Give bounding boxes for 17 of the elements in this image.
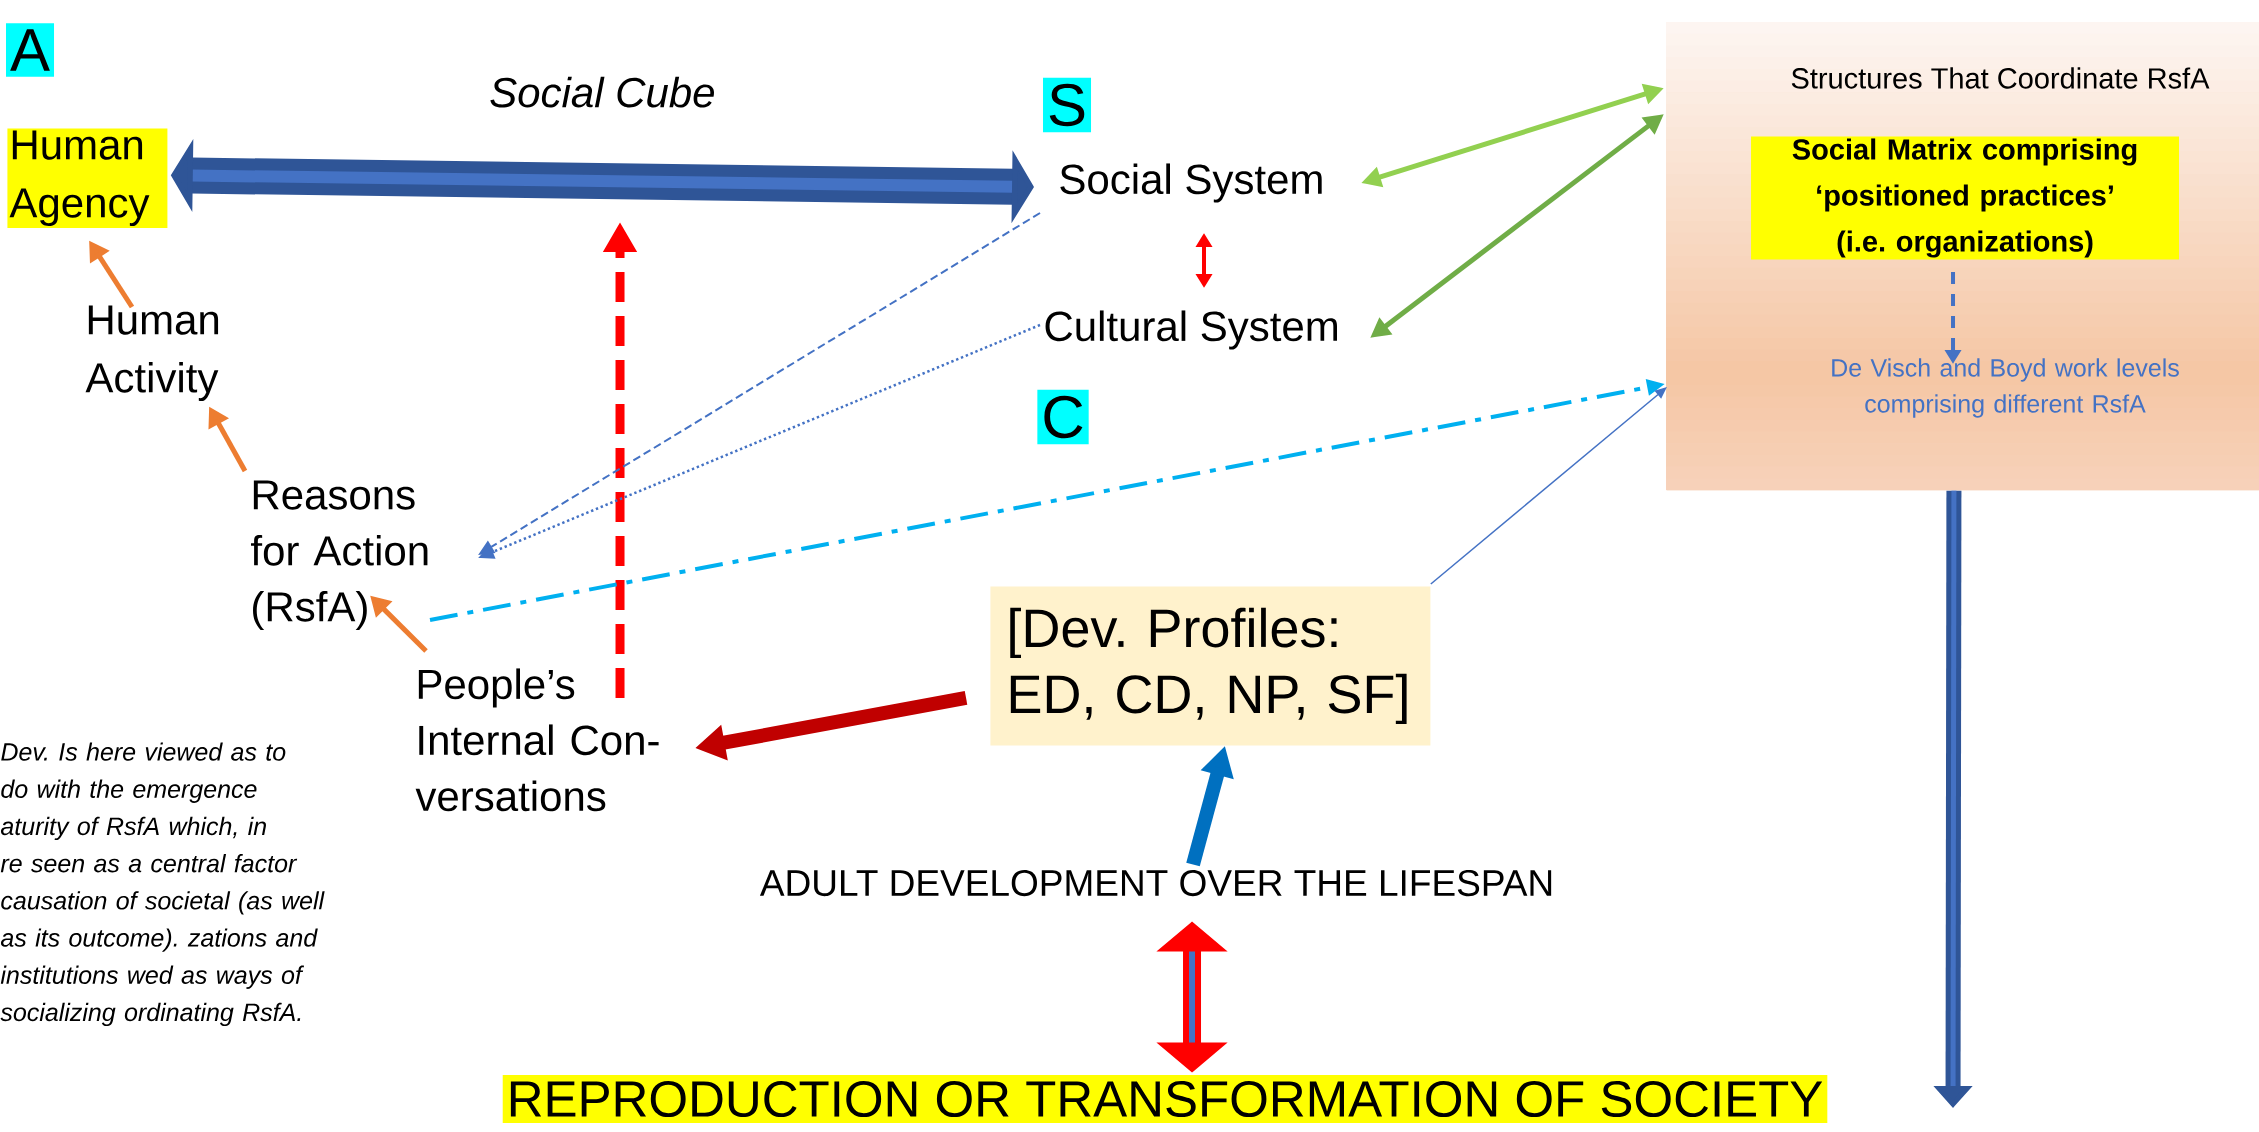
highlighted-text: REPRODUCTION OR TRANSFORMATION OF SOCIETY (502, 1074, 1828, 1124)
note-text: Dev. Is here viewed as to do with the emergence aturity of RsfA which, in re seen as a central factor causation of societal (as well as its outcome). zations and institutions wed as ways of socializing ordinating RsfA. (0, 742, 325, 1027)
highlighted-text: Human Agency (7, 128, 168, 228)
concept-text: ADULT DEVELOPMENT OVER THE LIFESPAN (759, 869, 1552, 897)
concept-text: People’s Internal Con- versations (415, 668, 659, 812)
letter-badge: A (6, 23, 54, 77)
box-text: De Visch and Boyd work levels comprising different RsfA (1832, 358, 2179, 418)
highlighted-text: Social Matrix comprising ‘positioned practices’ (i.e. organizations) (1751, 136, 2179, 260)
concept-text: Reasons for Action (RsfA) (251, 480, 428, 630)
letter-badge: S (1043, 77, 1091, 133)
edge-label: Social Cube (490, 76, 714, 108)
letter-badge: C (1037, 389, 1089, 445)
concept-text: Cultural System (1045, 310, 1337, 350)
profiles-box: [Dev. Profiles: ED, CD, NP, SF] (990, 586, 1431, 746)
concept-text: Human Activity (85, 305, 219, 402)
arrow (1430, 387, 1667, 585)
concept-text: Social System (1060, 163, 1322, 203)
